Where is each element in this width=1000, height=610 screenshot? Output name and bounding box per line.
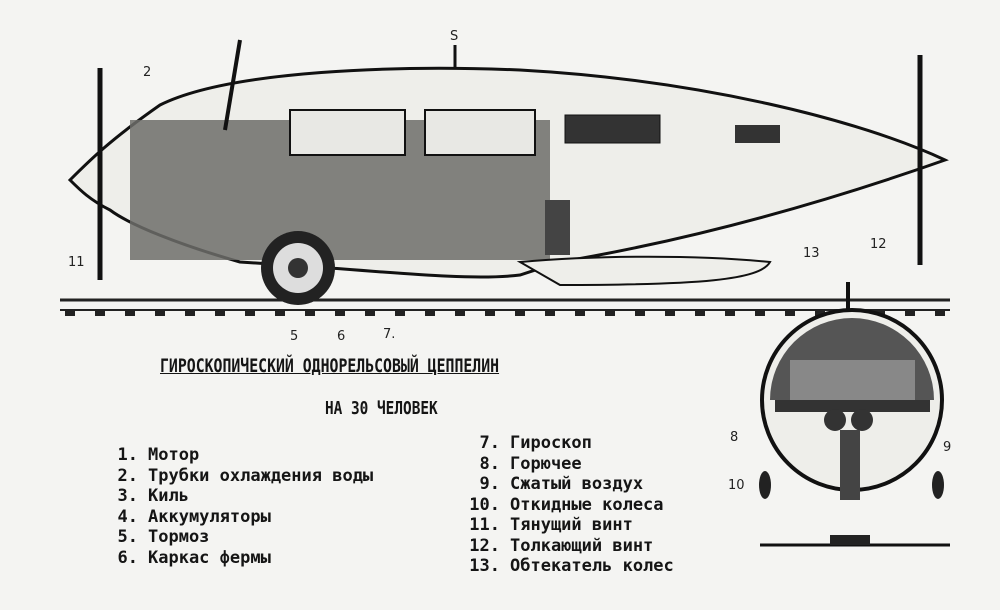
callout-6: 6 [337,329,345,344]
legend-number: 1. [117,445,138,465]
legend-number: 13. [469,556,500,576]
legend-item: 6. Каркас фермы [108,548,373,569]
rail-sleeper [905,310,915,316]
legend-number: 7. [479,433,500,453]
legend-item: 11. Тянущий винт [460,515,674,536]
rail-sleeper [485,310,495,316]
legend-number: 2. [117,465,138,486]
rail-sleeper [305,310,315,316]
legend-label: Откидные колеса [510,494,664,515]
legend-number: 9. [479,474,500,494]
rail-sleeper [695,310,705,316]
rail-sleeper [545,310,555,316]
callout-3: S [450,29,458,44]
rail-sleeper [455,310,465,316]
rail [60,298,950,316]
callout-13: 13 [803,246,820,261]
legend-item: 9. Сжатый воздух [460,474,674,495]
legend-number: 6. [117,547,138,568]
legend-number: 11. [469,515,500,535]
callout-10: 10 [728,478,745,493]
legend-number: 3. [117,486,138,506]
legend-item: 13. Обтекатель колес [460,556,674,577]
legend-item: 12. Толкающий винт [460,536,674,557]
callout-5: 5 [290,329,298,344]
callout-11: 11 [68,255,85,270]
rail-sleeper [185,310,195,316]
legend-label: Гироскоп [510,433,592,453]
rail-sleeper [335,310,345,316]
rail-sleeper [635,310,645,316]
rail-sleeper [215,310,225,316]
drawing-subtitle: НА 30 ЧЕЛОВЕК [325,398,438,419]
hull-cross-section [759,282,950,547]
rail-sleeper [605,310,615,316]
callout-labels: 2 S 5 6 7. 11 12 13 8 9 10 [68,29,951,493]
rail-sleeper [935,310,945,316]
legend-label: Обтекатель колес [510,556,674,576]
legend-number: 5. [117,527,138,547]
rail-sleeper [515,310,525,316]
legend-label: Аккумуляторы [148,506,271,527]
legend-item: 10. Откидные колеса [460,495,674,516]
rail-sleeper [245,310,255,316]
rail-sleeper [275,310,285,316]
rail-sleeper [95,310,105,316]
legend-label: Толкающий винт [510,535,654,556]
legend-item: 7. Гироскоп [460,433,674,454]
legend-label: Тормоз [148,527,210,547]
legend-label: Сжатый воздух [510,474,644,494]
legend-label: Мотор [148,445,200,465]
legend-label: Трубки охлаждения воды [148,465,374,486]
rail-sleeper [755,310,765,316]
callout-9: 9 [943,440,951,455]
drawing-title: ГИРОСКОПИЧЕСКИЙ ОДНОРЕЛЬСОВЫЙ ЦЕППЕЛИН [160,355,500,377]
callout-7: 7. [383,327,395,342]
rail-sleeper [365,310,375,316]
rail-sleeper [65,310,75,316]
legend-number: 4. [117,506,138,527]
hull-side-view [67,39,949,305]
legend-right: 7. Гироскоп 8. Горючее 9. Сжатый воздух 10. Отк… [460,433,674,577]
legend-label: Каркас фермы [148,547,271,568]
rail-sleeper [725,310,735,316]
legend-label: Горючее [510,453,582,474]
legend-number: 8. [479,453,500,474]
legend-item: 5. Тормоз [108,527,373,548]
rail-sleeper [155,310,165,316]
rail-sleeper [575,310,585,316]
legend-number: 10. [469,494,500,515]
legend-item: 3. Киль [108,486,373,507]
legend-label: Тянущий винт [510,515,633,535]
legend-item: 4. Аккумуляторы [108,507,373,528]
legend-item: 8. Горючее [460,454,674,475]
rail-sleeper [785,310,795,316]
callout-8: 8 [730,430,738,445]
legend-number: 12. [469,535,500,556]
rail-sleeper [815,310,825,316]
legend-label: Киль [148,486,189,506]
legend-item: 1. Мотор [108,445,373,466]
legend-item: 2. Трубки охлаждения воды [108,465,374,487]
rail-sleeper [395,310,405,316]
rail-sleeper [425,310,435,316]
rail-sleeper [665,310,675,316]
callout-12: 12 [870,237,887,252]
rail-sleeper [125,310,135,316]
legend-left: 1. Мотор 2. Трубки охлаждения воды 3. Киль 4. А… [108,445,374,569]
callout-2: 2 [143,65,151,80]
